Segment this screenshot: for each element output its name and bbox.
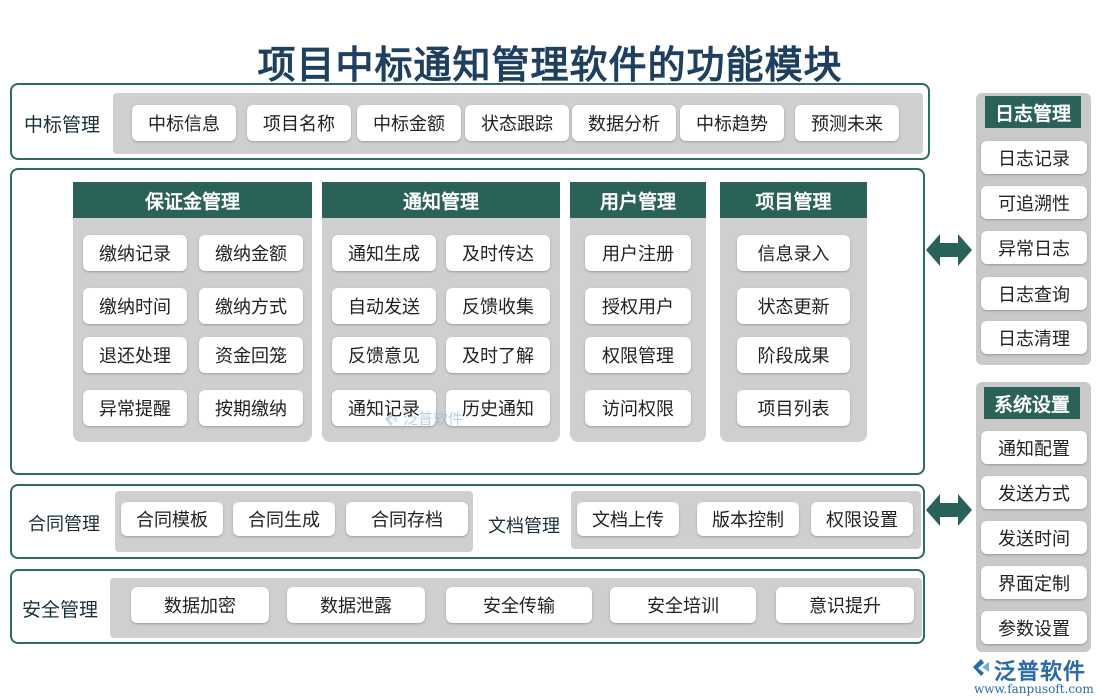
user-item: 授权用户 [585,288,691,324]
settings-item: 参数设置 [981,611,1087,644]
security-item: 安全传输 [446,587,592,623]
system-settings-panel [976,382,1091,652]
log-item: 日志记录 [981,141,1087,174]
project-column-header: 项目管理 [720,182,867,218]
fanpu-logo-icon [973,659,989,676]
log-item: 日志清理 [981,321,1087,354]
log-management-panel [976,93,1091,365]
bid-item: 中标趋势 [680,105,784,141]
security-item: 数据泄露 [287,587,425,623]
notice-item: 通知生成 [332,235,436,271]
diagram-title: 项目中标通知管理软件的功能模块 [257,42,843,87]
security-item: 意识提升 [776,587,914,623]
project-item: 项目列表 [737,390,850,426]
deposit-item: 异常提醒 [83,390,187,426]
notice-item: 及时传达 [446,235,550,271]
bid-management-label: 中标管理 [24,114,101,136]
user-column-header: 用户管理 [570,182,706,218]
document-item: 文档上传 [577,502,679,536]
user-item: 权限管理 [585,337,691,373]
project-item: 状态更新 [737,288,850,324]
document-item: 版本控制 [697,502,799,536]
notice-item: 通知记录 [332,390,436,426]
user-item: 用户注册 [585,235,691,271]
settings-item: 通知配置 [981,431,1087,464]
bid-item: 状态跟踪 [465,105,569,141]
double-arrow-icon [924,491,974,529]
bid-item: 预测未来 [795,105,899,141]
deposit-item: 缴纳记录 [83,235,187,271]
notice-item: 历史通知 [446,390,550,426]
deposit-item: 缴纳时间 [83,288,187,324]
contract-management-label: 合同管理 [28,514,100,535]
notice-column-header: 通知管理 [322,182,560,218]
watermark-text: 泛普软件 [403,410,464,428]
double-arrow-icon [924,231,974,269]
security-management-label: 安全管理 [22,599,99,621]
document-item: 权限设置 [811,502,913,536]
log-item: 异常日志 [981,231,1087,264]
deposit-item: 退还处理 [83,337,187,373]
log-management-header: 日志管理 [985,96,1081,128]
document-management-label: 文档管理 [488,516,560,537]
deposit-item: 资金回笼 [199,337,303,373]
bid-item: 中标金额 [357,105,461,141]
log-item: 可追溯性 [981,186,1087,219]
settings-item: 发送时间 [981,521,1087,554]
deposit-item: 缴纳方式 [199,288,303,324]
security-item: 安全培训 [610,587,756,623]
contract-item: 合同生成 [233,502,335,536]
deposit-column-header: 保证金管理 [73,182,312,218]
system-settings-header: 系统设置 [984,387,1080,419]
contract-item: 合同模板 [121,502,223,536]
security-item: 数据加密 [131,587,269,623]
notice-item: 自动发送 [332,288,436,324]
deposit-item: 按期缴纳 [199,390,303,426]
notice-item: 及时了解 [446,337,550,373]
notice-item: 反馈收集 [446,288,550,324]
bid-item: 项目名称 [247,105,351,141]
settings-item: 发送方式 [981,476,1087,509]
contract-item: 合同存档 [346,502,468,536]
watermark: 泛普软件 [382,408,463,429]
brand-name: 泛普软件 [994,659,1087,685]
bid-item: 数据分析 [572,105,676,141]
project-item: 信息录入 [737,235,850,271]
bid-item: 中标信息 [132,105,236,141]
settings-item: 界面定制 [981,566,1087,599]
deposit-item: 缴纳金额 [199,235,303,271]
project-item: 阶段成果 [737,337,850,373]
brand-url: www.fanpusoft.com [974,682,1094,696]
log-item: 日志查询 [981,277,1087,310]
fanpu-watermark-icon [385,412,397,426]
user-item: 访问权限 [585,390,691,426]
notice-item: 反馈意见 [332,337,436,373]
brand-logo: 泛普软件 www.fanpusoft.com [970,654,1098,698]
